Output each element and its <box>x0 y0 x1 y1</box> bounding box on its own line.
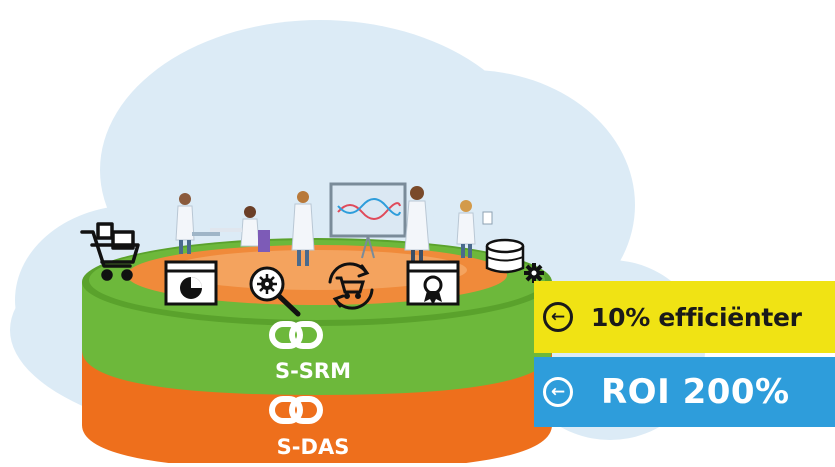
certificate-icon <box>406 260 460 306</box>
roi-text: ROI 200% <box>601 372 790 412</box>
presentation-board <box>329 182 407 259</box>
arrow-left-icon: ← <box>543 377 573 407</box>
cart-refresh-icon <box>328 262 374 310</box>
database-icon <box>485 238 525 274</box>
chain-link-icon <box>269 321 323 349</box>
roi-badge: ← ROI 200% <box>534 357 835 427</box>
s-das-label: S-DAS <box>277 435 350 459</box>
chain-link-icon <box>269 396 323 424</box>
arrow-left-icon: ← <box>543 302 573 332</box>
gear-icon <box>524 263 544 283</box>
shopping-cart-icon <box>80 222 140 281</box>
s-srm-label: S-SRM <box>275 359 351 383</box>
scientist-figures <box>175 186 493 266</box>
pie-chart-window-icon <box>164 260 218 306</box>
search-gear-icon <box>249 266 301 317</box>
efficiency-badge: ← 10% efficiënter <box>534 281 835 353</box>
efficiency-text: 10% efficiënter <box>591 302 802 332</box>
